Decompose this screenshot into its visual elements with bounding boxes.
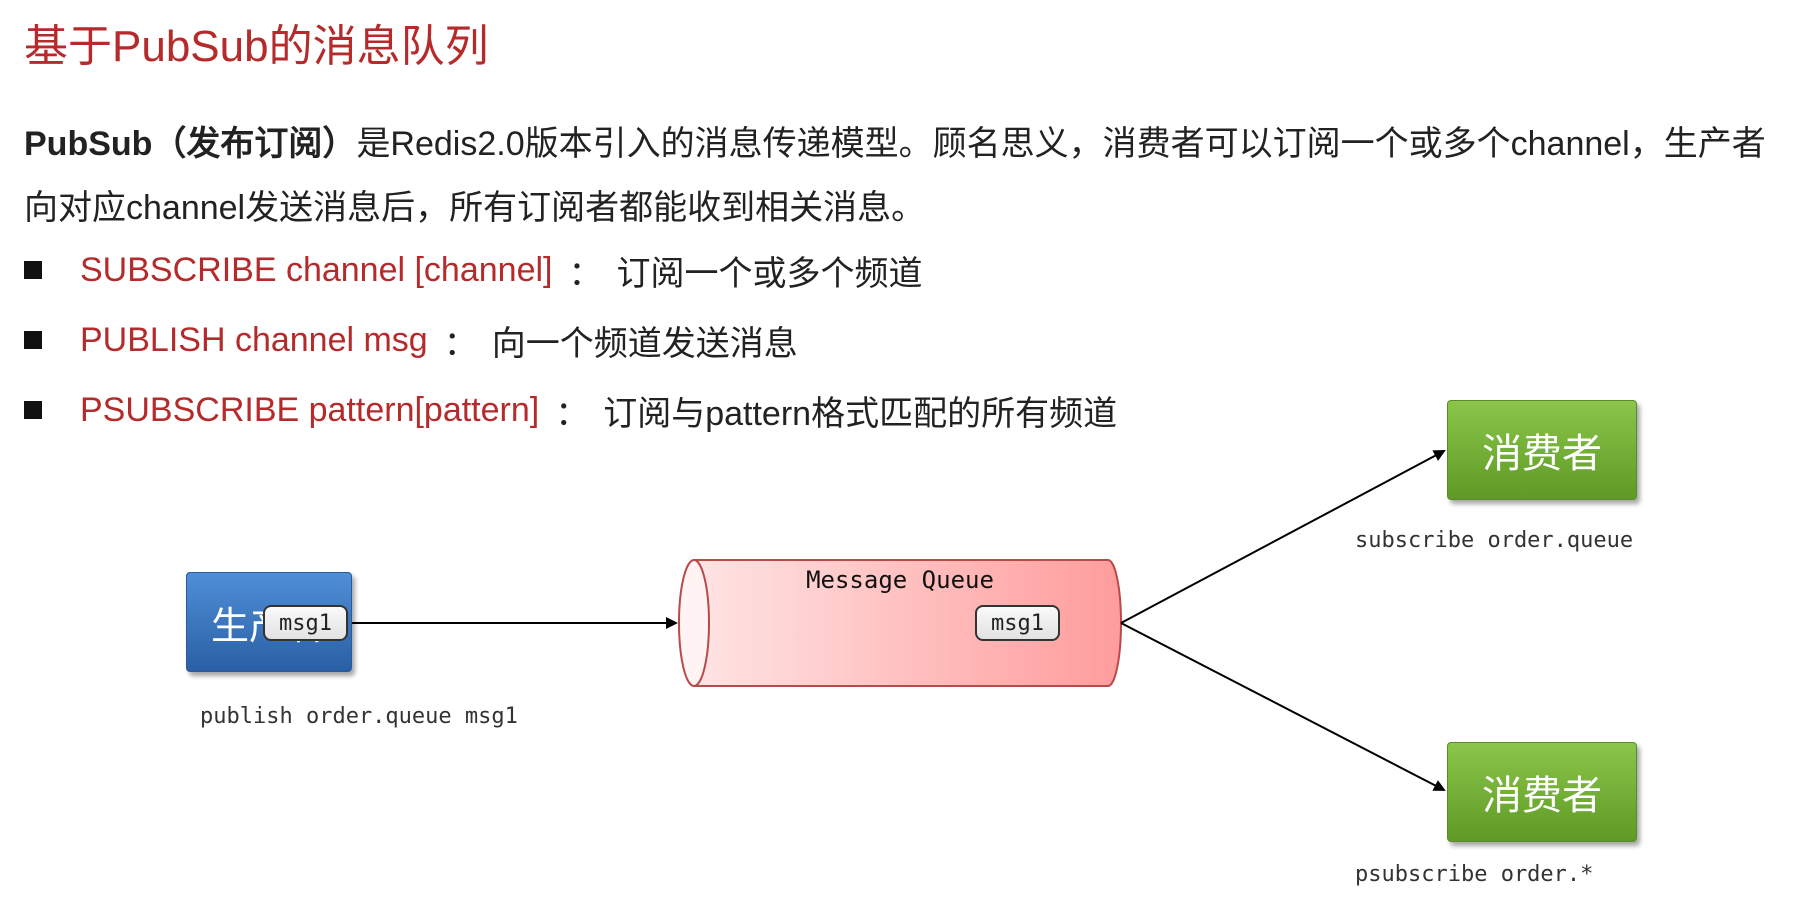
publish-command-label: publish order.queue msg1 [200,704,518,729]
bullet-command: SUBSCRIBE channel [channel] [80,250,553,289]
consumer-node-1: 消费者 [1447,400,1637,500]
consumer-node-2: 消费者 [1447,742,1637,842]
bullet-square-icon [24,401,42,419]
bullet-separator: ： [568,254,603,293]
bullet-description: 订阅与pattern格式匹配的所有频道 [603,394,1118,433]
subscribe-arrow [1120,450,1446,624]
psubscribe-arrow [1120,622,1446,791]
subscribe-command-label: subscribe order.queue [1355,528,1634,553]
bullet-subscribe: SUBSCRIBE channel [channel] ： 订阅一个或多个频道 [24,246,922,294]
message-queue-cylinder [678,559,1122,687]
queue-title: Message Queue [806,566,994,594]
queue-message-chip: msg1 [975,605,1060,641]
bullet-command: PUBLISH channel msg [80,320,428,359]
intro-line-2: 向对应channel发送消息后，所有订阅者都能收到相关消息。 [24,189,926,227]
bullet-square-icon [24,261,42,279]
consumer-label: 消费者 [1482,773,1602,819]
consumer-label: 消费者 [1482,431,1602,477]
producer-message-chip: msg1 [263,605,348,641]
page-title: 基于PubSub的消息队列 [24,22,489,71]
intro-line-1: PubSub（发布订阅）是Redis2.0版本引入的消息传递模型。顾名思义，消费… [24,112,1794,176]
bullet-publish: PUBLISH channel msg ： 向一个频道发送消息 [24,316,798,364]
bullet-description: 向一个频道发送消息 [491,324,798,363]
intro-paragraph: PubSub（发布订阅）是Redis2.0版本引入的消息传递模型。顾名思义，消费… [24,112,1794,240]
bullet-separator: ： [443,324,478,363]
bullet-command: PSUBSCRIBE pattern[pattern] [80,390,540,429]
intro-bold-term: PubSub（发布订阅） [24,125,357,163]
bullet-separator: ： [555,394,590,433]
psubscribe-command-label: psubscribe order.* [1355,862,1594,887]
bullet-psubscribe: PSUBSCRIBE pattern[pattern] ： 订阅与pattern… [24,386,1117,434]
bullet-description: 订阅一个或多个频道 [616,254,923,293]
intro-line-1-text: 是Redis2.0版本引入的消息传递模型。顾名思义，消费者可以订阅一个或多个ch… [356,125,1766,163]
bullet-square-icon [24,331,42,349]
